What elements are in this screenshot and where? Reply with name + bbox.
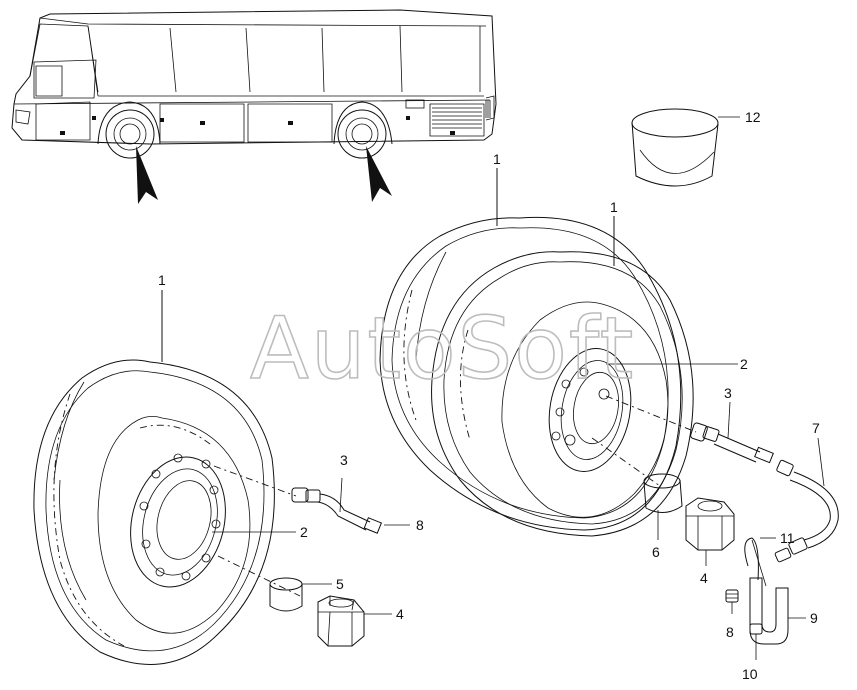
callout-5: 5 — [336, 576, 344, 592]
callout-1-right-outer: 1 — [493, 151, 501, 167]
callout-1-right-inner: 1 — [610, 199, 618, 215]
wheel-nut — [317, 595, 365, 647]
callout-2-left: 2 — [300, 524, 308, 540]
bushing — [643, 473, 683, 513]
callout-8-right: 8 — [726, 624, 734, 640]
callout-4-right: 4 — [700, 570, 708, 586]
callout-12: 12 — [745, 109, 761, 125]
callout-8-left: 8 — [416, 517, 424, 533]
hose — [774, 437, 839, 563]
callout-2-right: 2 — [740, 356, 748, 372]
callout-1-left: 1 — [158, 272, 166, 288]
wheel-rim — [548, 348, 632, 472]
cap — [725, 589, 739, 603]
callout-9: 9 — [810, 610, 818, 626]
bucket: 12 — [631, 108, 761, 187]
callout-7: 7 — [812, 420, 820, 436]
callout-10: 10 — [742, 666, 758, 682]
tire — [431, 251, 694, 537]
tire — [379, 216, 682, 531]
wheel-nut — [685, 497, 735, 551]
bracket — [744, 537, 789, 645]
tire — [33, 359, 275, 665]
callout-3-right: 3 — [724, 385, 732, 401]
callout-6: 6 — [652, 544, 660, 560]
valve-extension — [690, 401, 774, 464]
arrow-icon — [366, 146, 392, 202]
arrow-icon — [136, 146, 158, 204]
cap — [749, 623, 763, 635]
valve-extension — [213, 465, 410, 534]
callout-4-left: 4 — [396, 606, 404, 622]
watermark: AutoSoft — [250, 299, 635, 399]
callout-11: 11 — [780, 530, 795, 546]
bus-illustration — [11, 9, 497, 159]
callout-3-left: 3 — [340, 452, 348, 468]
wheel-rim — [130, 453, 226, 588]
